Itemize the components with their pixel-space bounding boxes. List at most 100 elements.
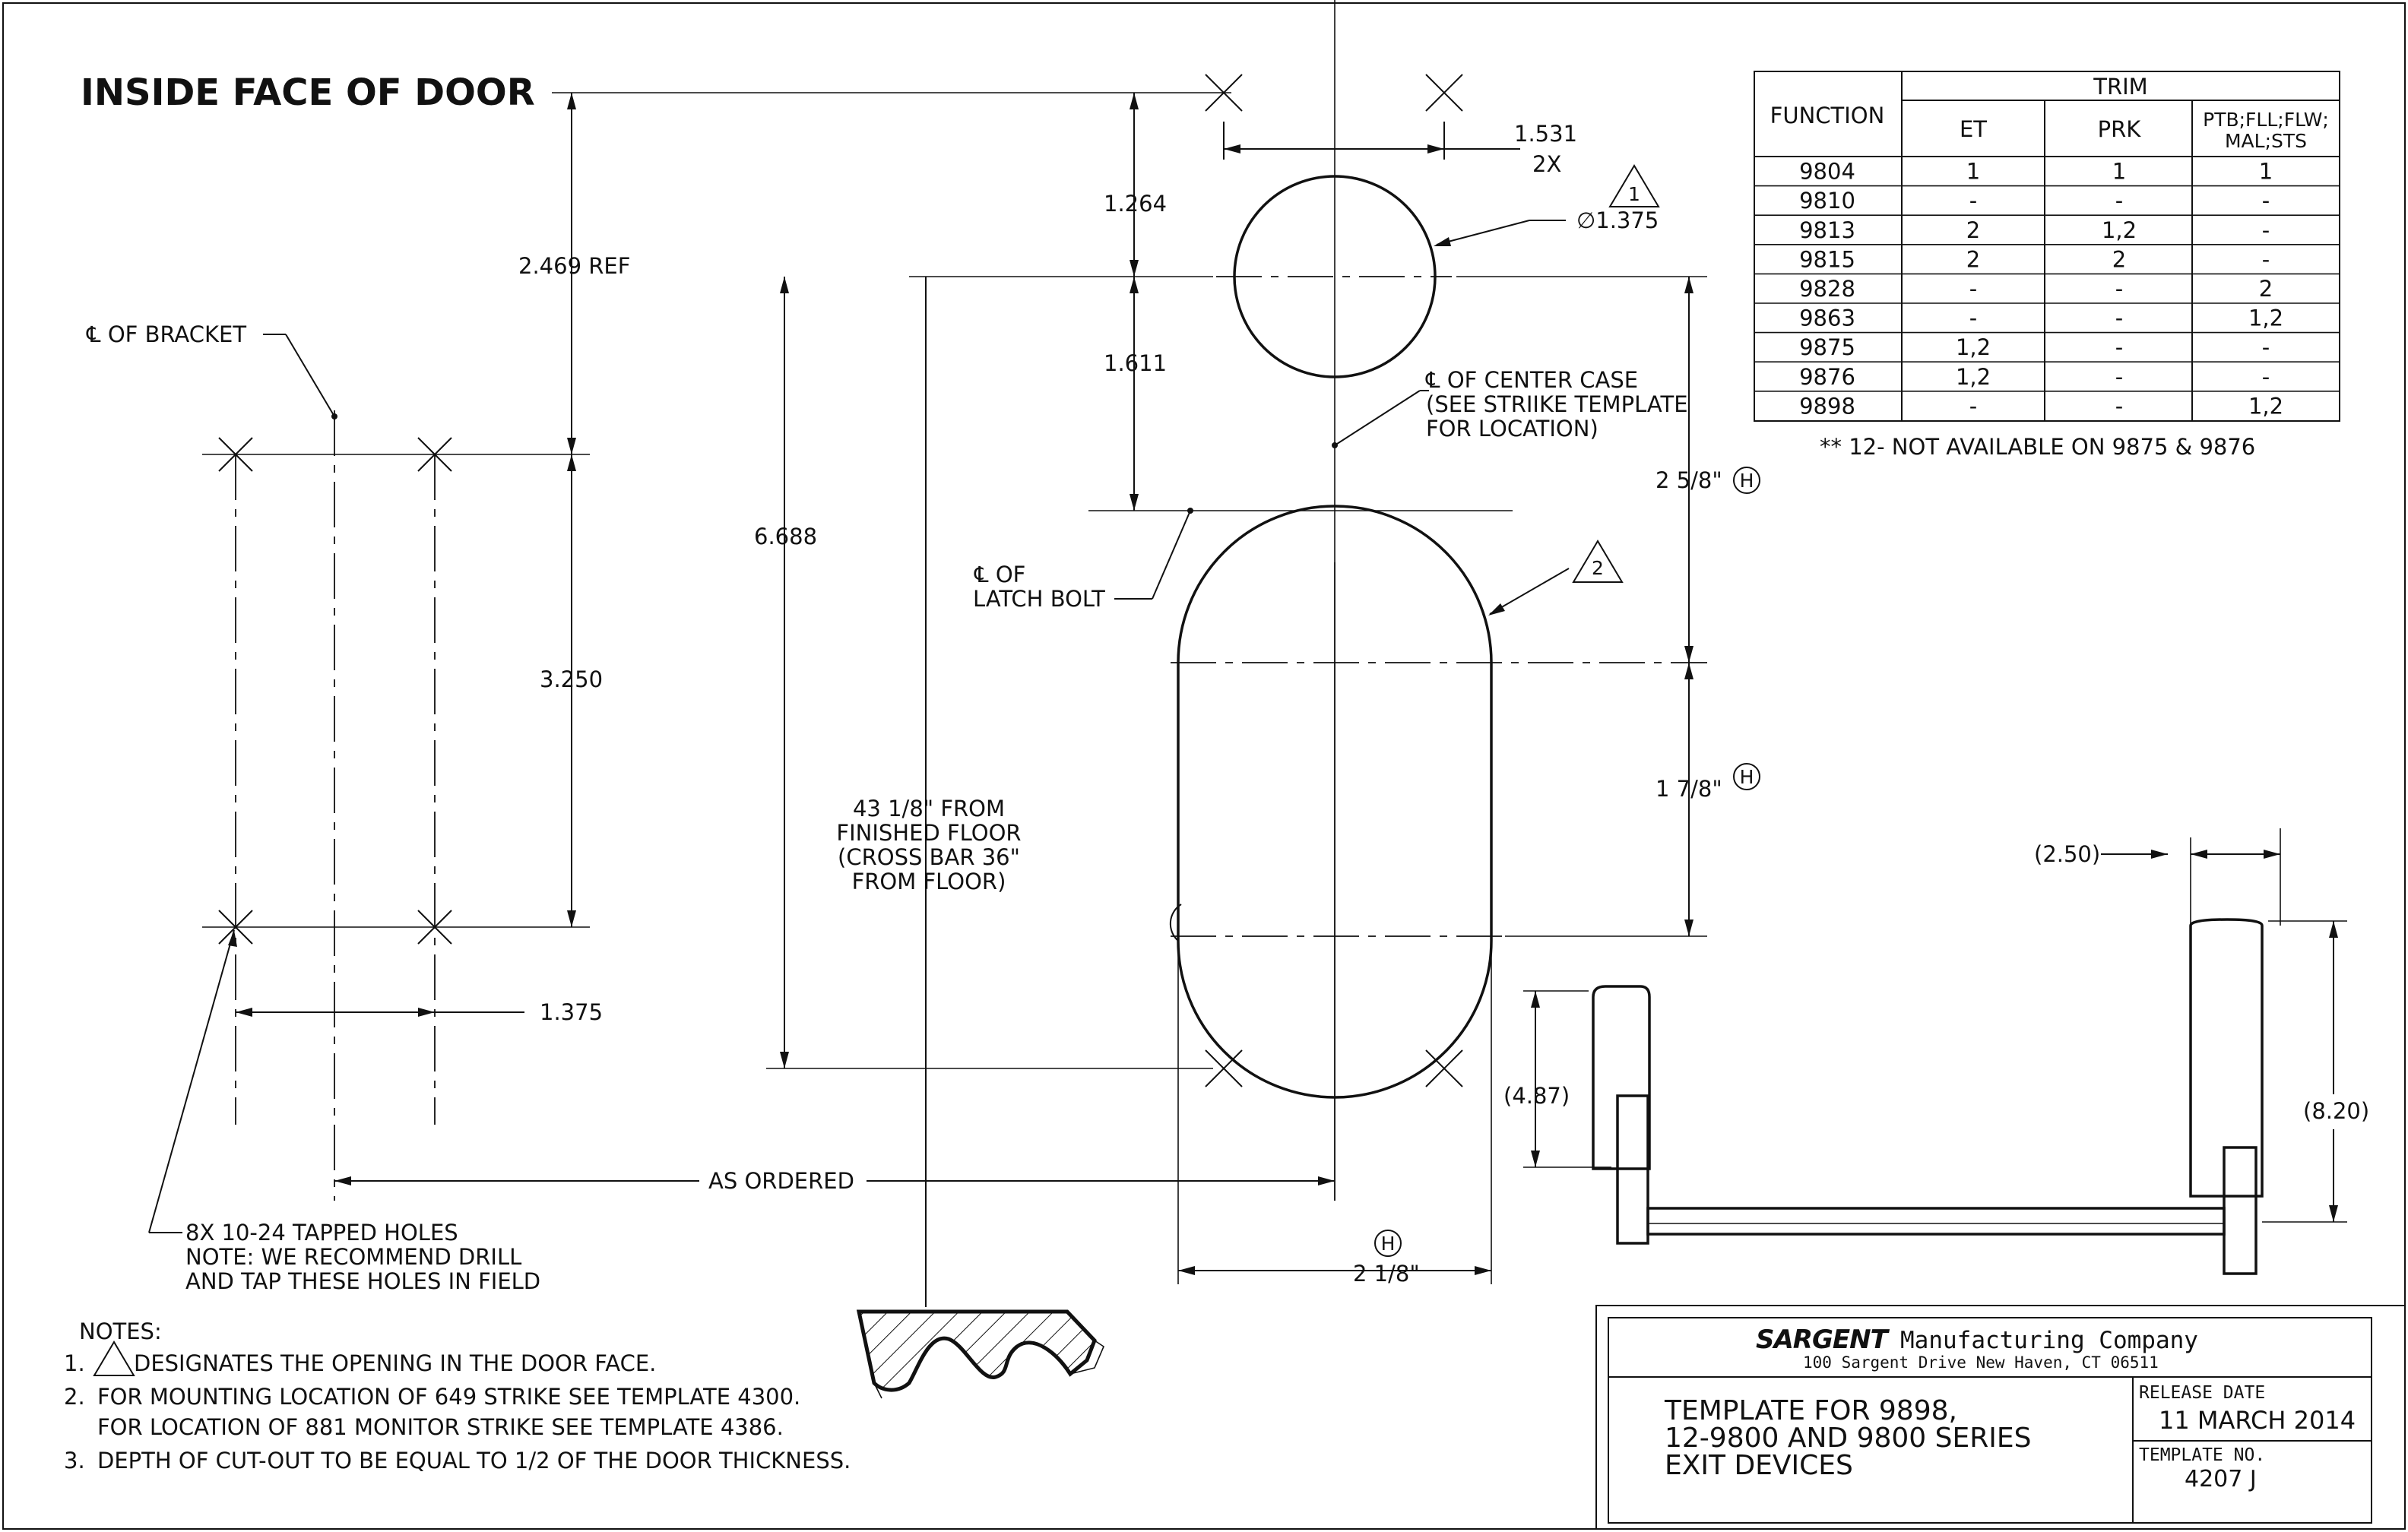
company-address: 100 Sargent Drive New Haven, CT 06511 (1803, 1353, 2159, 1372)
template-title-2: 12-9800 AND 9800 SERIES (1665, 1423, 2031, 1454)
callout-latch-1: ℄ OF (974, 562, 1025, 587)
callout-floor-1: 43 1/8" FROM (853, 796, 1005, 821)
trim-function-table (1754, 71, 2340, 422)
device-end-base (2223, 1146, 2258, 1275)
device-push-bar (1646, 1207, 2226, 1236)
device-end-cap (2189, 918, 2264, 1198)
table-cell-ptb: - (2262, 246, 2270, 272)
table-cell-ptb: - (2262, 188, 2270, 214)
table-cell-ptb: - (2262, 217, 2270, 243)
svg-text:1: 1 (1628, 183, 1640, 205)
template-title-3: EXIT DEVICES (1665, 1450, 1853, 1481)
callout-holes-1: 8X 10-24 TAPPED HOLES (185, 1220, 458, 1246)
callout-floor-2: FINISHED FLOOR (836, 820, 1021, 846)
table-cell-fn: 9804 (1799, 159, 1855, 185)
table-cell-et: - (1969, 393, 1977, 419)
table-cell-prk: - (2115, 188, 2123, 214)
note-1-text: DESIGNATES THE OPENING IN THE DOOR FACE. (134, 1350, 656, 1376)
table-cell-fn: 9813 (1799, 217, 1855, 243)
center-case-slot (1177, 505, 1493, 1099)
table-cell-prk: 1,2 (2102, 217, 2137, 243)
table-cell-prk: - (2115, 393, 2123, 419)
callout-floor-3: (CROSS BAR 36" (838, 844, 1020, 870)
table-cell-et: 1,2 (1956, 334, 1991, 360)
callout-center-case-1: ℄ OF CENTER CASE (1425, 367, 1638, 393)
table-cell-fn: 9810 (1799, 188, 1855, 214)
callout-holes-2: NOTE: WE RECOMMEND DRILL (185, 1244, 521, 1270)
dim-2x: 2X (1532, 151, 1561, 177)
dim-1-7-8: 1 7/8" (1656, 776, 1722, 802)
note-2a-text: FOR MOUNTING LOCATION OF 649 STRIKE SEE … (97, 1384, 800, 1410)
note-2b-text: FOR LOCATION OF 881 MONITOR STRIKE SEE T… (97, 1414, 784, 1440)
table-cell-fn: 9815 (1799, 246, 1855, 272)
table-cell-prk: - (2115, 334, 2123, 360)
table-cell-prk: - (2115, 364, 2123, 390)
device-bracket-base (1616, 1094, 1649, 1245)
table-cell-ptb: 1 (2259, 159, 2273, 185)
svg-text:H: H (1740, 470, 1754, 492)
table-cell-ptb: 1,2 (2248, 305, 2283, 331)
svg-text:H: H (1740, 766, 1754, 788)
dim-4-87: (4.87) (1503, 1083, 1570, 1109)
table-cell-ptb: - (2262, 334, 2270, 360)
title-block (1595, 1305, 2406, 1530)
template-title-1: TEMPLATE FOR 9898, (1664, 1395, 1957, 1426)
table-cell-et: - (1969, 188, 1977, 214)
table-cell-et: 1,2 (1956, 364, 1991, 390)
table-header-ptb: PTB;FLL;FLW; (2203, 109, 2329, 131)
dim-1264: 1.264 (1104, 191, 1167, 217)
svg-text:H: H (1381, 1233, 1396, 1255)
table-header-trim: TRIM (2093, 74, 2147, 100)
company-name: Manufacturing Company (1900, 1327, 2198, 1354)
table-cell-fn: 9898 (1799, 393, 1855, 419)
table-cell-fn: 9875 (1799, 334, 1855, 360)
callout-center-case-3: FOR LOCATION) (1426, 416, 1598, 442)
note-3-text: DEPTH OF CUT-OUT TO BE EQUAL TO 1/2 OF T… (97, 1448, 851, 1473)
table-cell-fn: 9828 (1799, 276, 1855, 302)
table-header-mal: MAL;STS (2225, 130, 2307, 152)
table-cell-et: 2 (1966, 246, 1980, 272)
dim-2469-ref: 2.469 REF (518, 253, 630, 279)
table-cell-et: 1 (1966, 159, 1980, 185)
table-cell-ptb: 1,2 (2248, 393, 2283, 419)
table-cell-et: - (1969, 276, 1977, 302)
note-1-triangle-icon (93, 1340, 135, 1376)
note-2-number: 2. (64, 1384, 85, 1410)
callout-latch-2: LATCH BOLT (973, 586, 1105, 612)
table-cell-prk: 2 (2112, 246, 2126, 272)
release-date: 11 MARCH 2014 (2159, 1406, 2356, 1435)
triangle-note-2 (1572, 540, 1624, 583)
top-hole-marks (1205, 74, 1520, 160)
table-cell-fn: 9876 (1799, 364, 1855, 390)
callout-floor-4: FROM FLOOR) (852, 869, 1006, 894)
dim-2-1-8: 2 1/8" (1353, 1261, 1420, 1287)
svg-text:2: 2 (1592, 557, 1604, 579)
table-cell-et: 2 (1966, 217, 1980, 243)
table-cell-prk: 1 (2112, 159, 2126, 185)
table-footnote: ** 12- NOT AVAILABLE ON 9875 & 9876 (1820, 434, 2255, 460)
page-title: INSIDE FACE OF DOOR (81, 71, 535, 114)
callout-holes-3: AND TAP THESE HOLES IN FIELD (185, 1268, 540, 1294)
dim-3250: 3.250 (540, 666, 603, 692)
table-cell-ptb: 2 (2259, 276, 2273, 302)
note-1-number: 1. (64, 1350, 85, 1376)
release-date-label: RELEASE DATE (2139, 1383, 2265, 1403)
table-header-function: FUNCTION (1770, 103, 1885, 128)
template-number-label: TEMPLATE NO. (2139, 1445, 2265, 1465)
dim-2-5-8: 2 5/8" (1656, 467, 1722, 493)
table-header-prk: PRK (2098, 116, 2142, 142)
note-3-number: 3. (64, 1448, 85, 1473)
dim-8-20: (8.20) (2303, 1098, 2369, 1124)
dim-2-50: (2.50) (2034, 841, 2100, 867)
dim-as-ordered: AS ORDERED (708, 1168, 854, 1194)
callout-center-case-2: (SEE STRIIKE TEMPLATE (1426, 391, 1688, 417)
table-header-et: ET (1960, 116, 1987, 142)
device-mounting-bracket (1592, 985, 1651, 1170)
dim-diameter-1375: ∅1.375 (1576, 207, 1659, 233)
triangle-note-1 (1608, 164, 1660, 207)
callout-bracket: ℄ OF BRACKET (86, 321, 246, 347)
table-cell-et: - (1969, 305, 1977, 331)
